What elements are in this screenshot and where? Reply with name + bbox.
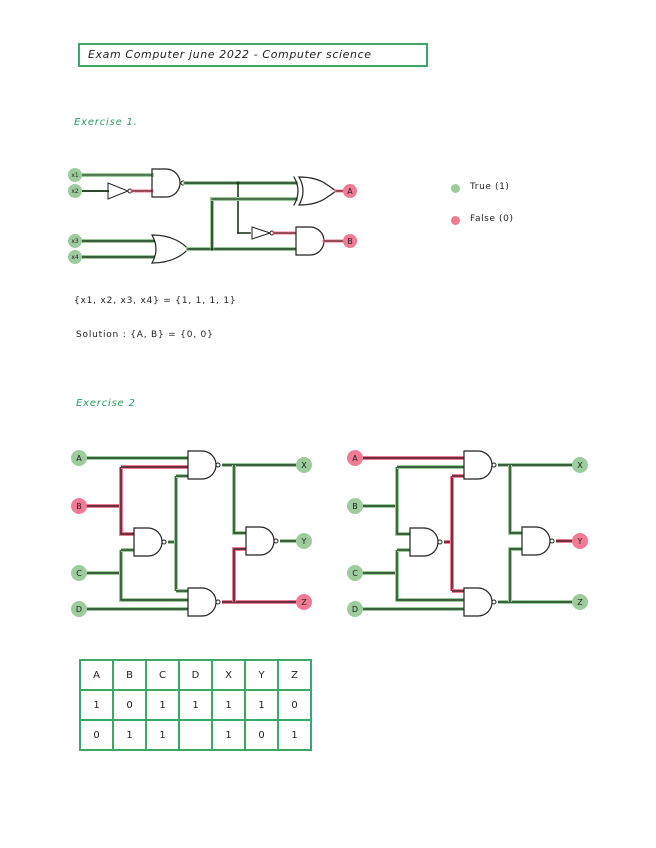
legend-true-label: True (1) xyxy=(470,182,510,192)
table-cell: 1 xyxy=(277,719,312,751)
right-input-node-d-label: D xyxy=(352,605,358,614)
right-output-node-z-label: Z xyxy=(577,598,583,607)
right-output-node-y-label: Y xyxy=(577,537,583,546)
input-node-x2 xyxy=(68,184,82,198)
output-node-b xyxy=(343,234,357,248)
right-nand-middle xyxy=(409,527,443,557)
input-node-x4 xyxy=(68,250,82,264)
right-input-node-a-label: A xyxy=(352,454,358,463)
right-output-node-x-label: X xyxy=(577,461,583,470)
legend-true-dot xyxy=(451,184,460,193)
or-gate-1 xyxy=(150,234,189,264)
exercise-1-heading: Exercise 1. xyxy=(74,117,138,128)
left-input-node-a-label: A xyxy=(76,454,82,463)
right-nand-bottom xyxy=(463,587,497,617)
table-row: 1 0 1 1 1 1 0 xyxy=(79,689,312,721)
right-input-node-c-label: C xyxy=(352,569,358,578)
table-header-cell: D xyxy=(178,659,213,691)
table-cell: 1 xyxy=(178,689,213,721)
label-x1: x1 xyxy=(71,172,79,179)
left-nand-top xyxy=(187,450,221,480)
left-output-node-z-label: Z xyxy=(301,598,307,607)
label-x2: x2 xyxy=(71,188,79,195)
label-x4: x4 xyxy=(71,254,79,261)
exercise-1-solution: Solution : {A, B} = {0, 0} xyxy=(76,330,214,340)
left-output-node-y xyxy=(296,533,312,549)
table-cell: 0 xyxy=(277,689,312,721)
nand-gate-1 xyxy=(151,168,181,198)
label-x3: x3 xyxy=(71,238,79,245)
left-output-node-y-label: Y xyxy=(301,537,307,546)
output-node-a xyxy=(343,184,357,198)
right-input-node-d xyxy=(347,601,363,617)
not-gate-1 xyxy=(107,182,130,200)
table-header-cell: C xyxy=(145,659,180,691)
table-header-cell: Z xyxy=(277,659,312,691)
exercise-1-input-values: {x1, x2, x3, x4} = {1, 1, 1, 1} xyxy=(74,296,237,306)
wire xyxy=(232,547,246,602)
right-input-node-b-label: B xyxy=(352,502,358,511)
right-nand-top xyxy=(463,450,497,480)
left-input-node-d-label: D xyxy=(76,605,82,614)
table-header-row: A B C D X Y Z xyxy=(79,659,312,691)
right-output-node-z xyxy=(572,594,588,610)
xor-gate xyxy=(297,176,338,206)
table-cell: 1 xyxy=(145,689,180,721)
right-input-node-b xyxy=(347,498,363,514)
left-input-node-b xyxy=(71,498,87,514)
table-cell: 1 xyxy=(79,689,114,721)
left-input-node-d xyxy=(71,601,87,617)
left-input-node-c-label: C xyxy=(76,569,82,578)
left-nand-middle xyxy=(133,527,167,557)
table-cell: 1 xyxy=(112,719,147,751)
wire xyxy=(508,465,522,535)
left-output-node-x xyxy=(296,457,312,473)
truth-table: A B C D X Y Z 1 0 1 1 1 1 0 0 1 1 1 0 1 xyxy=(79,659,312,751)
table-cell xyxy=(178,719,213,751)
legend-false-dot xyxy=(451,216,460,225)
table-row: 0 1 1 1 0 1 xyxy=(79,719,312,751)
table-header-cell: A xyxy=(79,659,114,691)
table-cell: 0 xyxy=(244,719,279,751)
table-cell: 1 xyxy=(145,719,180,751)
table-cell: 0 xyxy=(112,689,147,721)
left-nand-bottom xyxy=(187,587,221,617)
left-output-node-x-label: X xyxy=(301,461,307,470)
right-input-node-c xyxy=(347,565,363,581)
input-node-x3 xyxy=(68,234,82,248)
table-header-cell: B xyxy=(112,659,147,691)
left-input-node-a xyxy=(71,450,87,466)
exam-title: Exam Computer june 2022 - Computer scien… xyxy=(78,43,428,67)
right-output-node-y xyxy=(572,533,588,549)
table-cell: 1 xyxy=(211,719,246,751)
right-input-node-a xyxy=(347,450,363,466)
wire xyxy=(508,547,522,602)
not-gate-2 xyxy=(251,226,271,234)
table-cell: 1 xyxy=(211,689,246,721)
wire xyxy=(119,467,134,536)
table-cell: 1 xyxy=(244,689,279,721)
left-input-node-c xyxy=(71,565,87,581)
left-output-node-z xyxy=(296,594,312,610)
legend-false-label: False (0) xyxy=(470,214,514,224)
input-node-x1 xyxy=(68,168,82,182)
wire xyxy=(232,465,246,535)
table-header-cell: X xyxy=(211,659,246,691)
table-header-cell: Y xyxy=(244,659,279,691)
wire xyxy=(395,467,410,536)
left-nand-right xyxy=(245,526,279,556)
label-a: A xyxy=(347,187,353,196)
label-b: B xyxy=(347,237,353,246)
exercise-2-heading: Exercise 2 xyxy=(76,398,136,409)
table-cell: 0 xyxy=(79,719,114,751)
right-nand-right xyxy=(521,526,555,556)
right-output-node-x xyxy=(572,457,588,473)
left-input-node-b-label: B xyxy=(76,502,82,511)
